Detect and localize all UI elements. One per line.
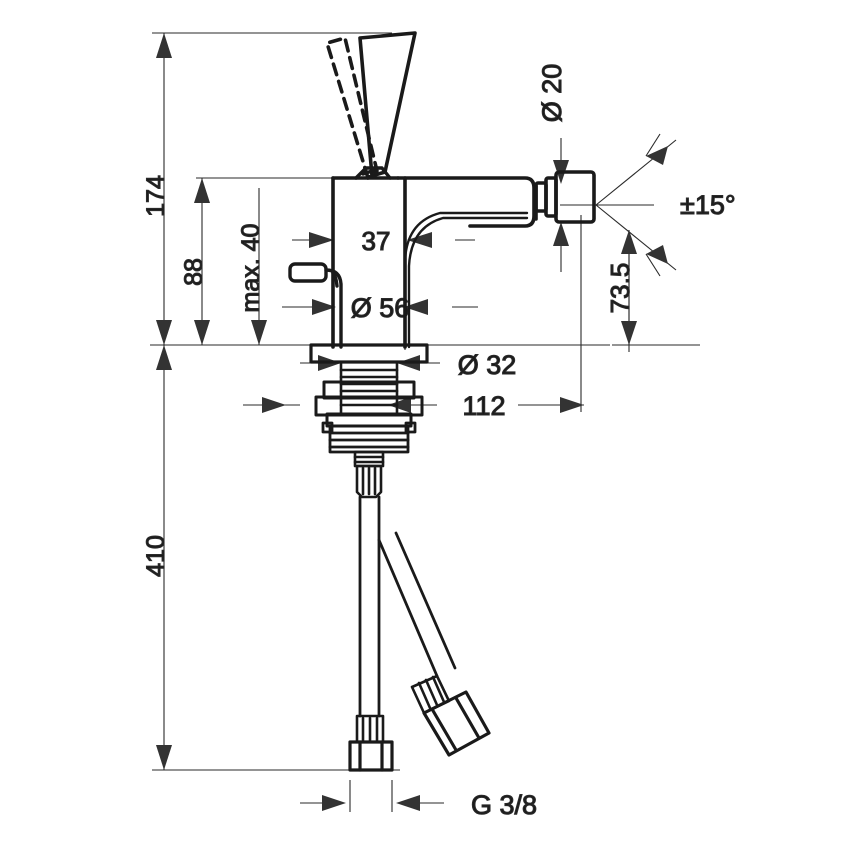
dimension-label-max-40: max. 40 xyxy=(237,224,265,313)
handle-pivot xyxy=(354,166,392,180)
popup-waste-rod xyxy=(288,262,343,349)
dimension-73-5: 73.5 xyxy=(604,230,637,345)
dimension-dia-32: Ø 32 xyxy=(300,349,517,381)
mounting-collar xyxy=(314,380,424,428)
hose-ferrule-lower-1 xyxy=(355,714,385,744)
hose-connection-nut-1 xyxy=(348,740,394,772)
flexible-hose-diagonal xyxy=(377,531,457,678)
handle-lever-dashed-position xyxy=(325,36,379,180)
dimension-label-174: 174 xyxy=(142,175,170,217)
dimension-label-dia-20: Ø 20 xyxy=(537,64,567,123)
dimension-label-37: 37 xyxy=(362,226,391,256)
hose-connection-nut-2 xyxy=(422,690,491,757)
dimension-label-73-5: 73.5 xyxy=(605,263,635,314)
dimension-dia-56: Ø 56 xyxy=(282,292,478,348)
hose-ferrule-lower-2 xyxy=(410,674,451,715)
dimension-label-g38: G 3/8 xyxy=(471,790,537,820)
dimension-max-40: max. 40 xyxy=(236,188,267,345)
dimension-410: 410 xyxy=(141,345,172,770)
dimension-label-88: 88 xyxy=(180,258,208,286)
handle-lever-solid-position xyxy=(358,31,417,178)
dimension-angle-15: ±15° xyxy=(595,133,736,277)
spout-inner-curve xyxy=(403,211,529,349)
dimension-dia-20: Ø 20 xyxy=(536,63,569,272)
hose-ferrule-upper xyxy=(355,464,383,499)
dimension-112: 112 xyxy=(243,390,584,422)
dimension-label-410: 410 xyxy=(142,535,170,577)
dimension-88: 88 xyxy=(179,178,210,345)
shank-lower-neck xyxy=(353,450,385,468)
lock-nut xyxy=(321,421,417,454)
dimension-label-dia-32: Ø 32 xyxy=(458,350,517,380)
outlet-aerator xyxy=(534,170,596,224)
dimension-g38: G 3/8 xyxy=(300,789,538,821)
flexible-hose-vertical xyxy=(358,495,381,718)
dimension-label-angle-15: ±15° xyxy=(680,190,736,220)
threaded-shank-upper xyxy=(339,360,399,416)
dimension-174: 174 xyxy=(141,33,172,345)
dimension-label-112: 112 xyxy=(462,391,505,421)
dimension-label-dia-56: Ø 56 xyxy=(351,293,410,323)
dimension-37: 37 xyxy=(292,225,475,350)
